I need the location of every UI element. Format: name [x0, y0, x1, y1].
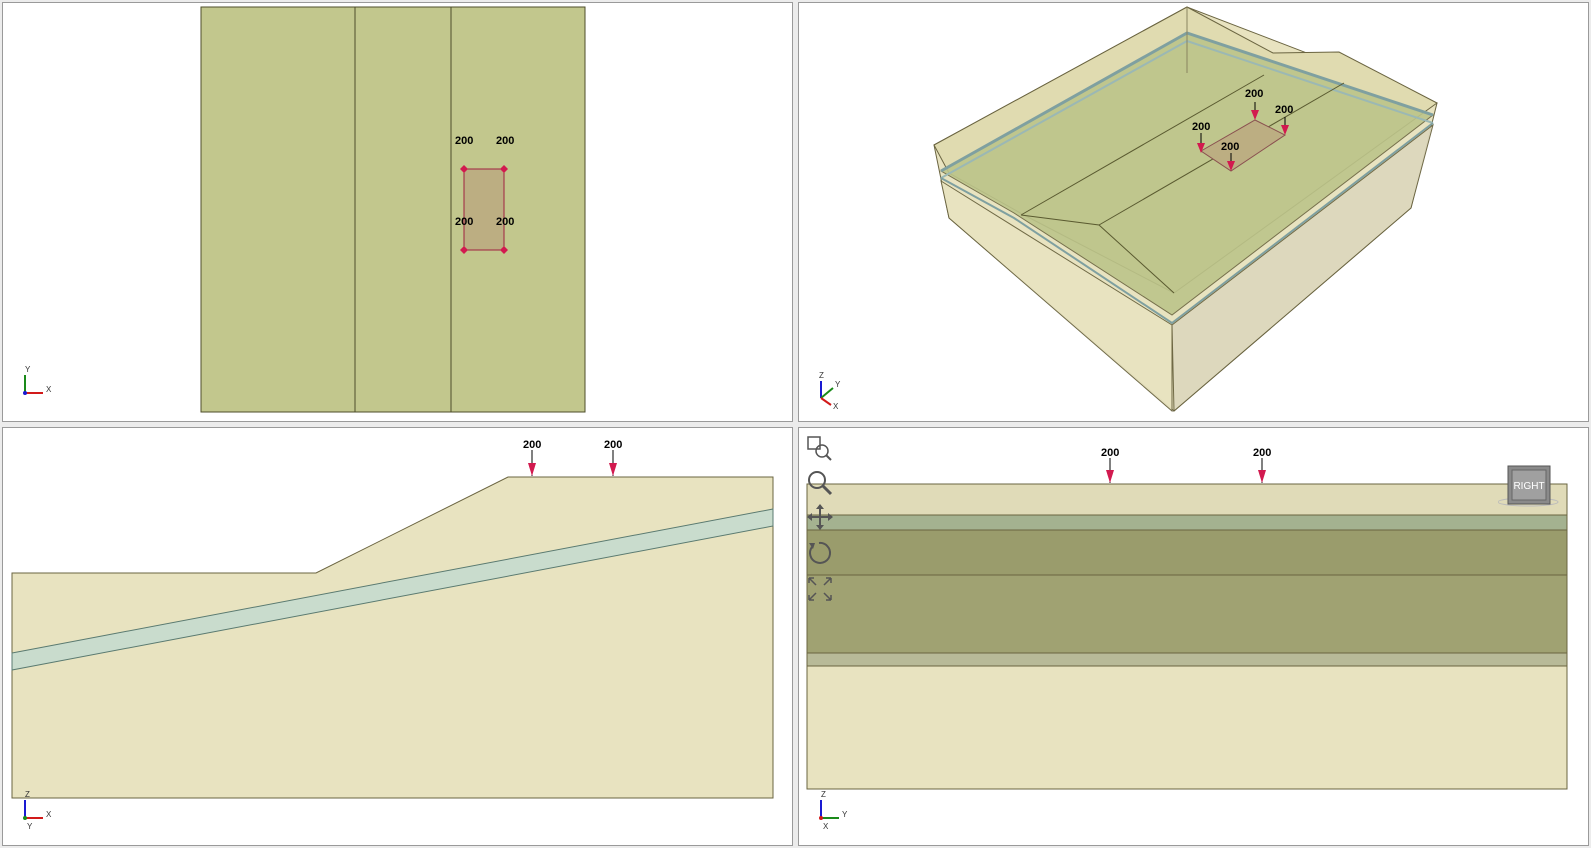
- soil-layer: [806, 574, 1568, 654]
- load-label: 200: [455, 216, 473, 228]
- load-arrowheads: [1106, 470, 1266, 483]
- load-label: 200: [1253, 447, 1271, 459]
- svg-text:Z: Z: [821, 790, 826, 799]
- water-layer-edge: [940, 122, 1434, 325]
- right-viewport[interactable]: 200 200 Z Y X RIGHT: [798, 427, 1589, 846]
- load-label: 200: [1101, 447, 1119, 459]
- water-layer: [806, 514, 1568, 531]
- svg-text:X: X: [46, 385, 52, 394]
- load-arrowheads: [1197, 110, 1289, 171]
- axis-triad-icon: Y X: [23, 365, 52, 395]
- axis-triad-icon: Z Y X: [819, 371, 841, 411]
- boundary-line: [1020, 74, 1265, 216]
- water-layer: [11, 508, 774, 671]
- load-label: 200: [1221, 141, 1239, 153]
- svg-text:Y: Y: [27, 822, 33, 831]
- svg-text:Z: Z: [25, 790, 30, 799]
- load-label: 200: [455, 135, 473, 147]
- zoom-icon[interactable]: [805, 468, 835, 498]
- soil-model-plan: [200, 6, 586, 413]
- load-arrows: [1109, 458, 1263, 483]
- load-arrowheads: [528, 463, 617, 476]
- soil-layer: [806, 529, 1568, 576]
- svg-text:Y: Y: [842, 810, 848, 819]
- load-label: 200: [496, 135, 514, 147]
- soil-box-front-right: [1171, 123, 1434, 413]
- top-viewport[interactable]: 200 200 200 200 Y X: [2, 2, 793, 422]
- svg-text:Y: Y: [835, 380, 841, 389]
- pan-icon[interactable]: [805, 502, 835, 532]
- rotate-icon[interactable]: [805, 538, 835, 568]
- svg-text:X: X: [46, 810, 52, 819]
- soil-box-front-left: [940, 179, 1173, 413]
- view-cube[interactable]: RIGHT: [1498, 464, 1560, 510]
- axis-triad-icon: Z Y X: [819, 790, 848, 831]
- soil-layer-top: [806, 483, 1568, 516]
- load-label: 200: [496, 216, 514, 228]
- soil-layer-bottom: [806, 665, 1568, 790]
- load-arrows: [531, 450, 614, 476]
- load-label: 200: [604, 439, 622, 451]
- zoom-extents-icon[interactable]: [805, 574, 835, 604]
- view-cube-label: RIGHT: [1513, 481, 1544, 492]
- iso-viewport[interactable]: 200 200 200 200 Z Y X: [798, 2, 1589, 422]
- svg-text:Z: Z: [819, 371, 824, 380]
- svg-text:X: X: [823, 822, 829, 831]
- soil-layer: [806, 652, 1568, 667]
- footing-plan[interactable]: [463, 168, 505, 251]
- svg-text:Y: Y: [25, 365, 31, 374]
- zoom-window-icon[interactable]: [805, 434, 835, 464]
- front-viewport[interactable]: 200 200 Z X Y: [2, 427, 793, 846]
- load-label: 200: [1245, 88, 1263, 100]
- load-label: 200: [523, 439, 541, 451]
- load-label: 200: [1275, 104, 1293, 116]
- svg-text:X: X: [833, 402, 839, 411]
- load-label: 200: [1192, 121, 1210, 133]
- load-points: [460, 165, 508, 254]
- slope-toe: [1020, 214, 1175, 294]
- axis-triad-icon: Z X Y: [23, 790, 52, 831]
